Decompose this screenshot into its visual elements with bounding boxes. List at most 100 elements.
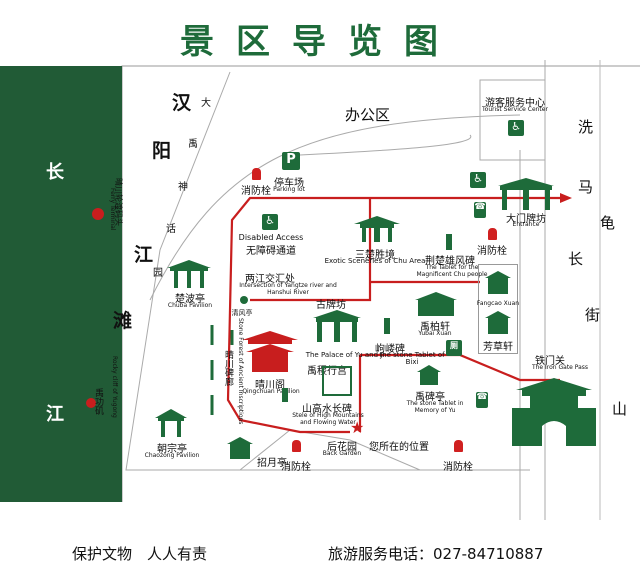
chu-area-en: Exotic Sceneries of Chu Area: [324, 257, 426, 265]
label-yu: 禹: [188, 139, 198, 150]
label-ma: 马: [578, 178, 594, 196]
label-han: 汉: [172, 92, 192, 114]
liangjiang-en: Intersection of Yangtze river and Hanshu…: [239, 282, 337, 296]
bixi-en: the stone Tablet of Bixi: [379, 351, 445, 366]
fangcao-pavilion-icon: [484, 270, 512, 296]
disabled-access-en: Disabled Access: [238, 233, 304, 242]
entrance-wheelchair-icon: ♿: [470, 172, 486, 188]
parking-icon: P: [282, 152, 300, 170]
zhaoyue-label: 招月亭: [257, 458, 287, 469]
yubai-label: 禹柏轩: [420, 322, 450, 333]
fire-hydrant-icon-3: [292, 440, 301, 452]
disabled-access-icon: ♿: [262, 214, 278, 230]
zhaoyue-pavilion-icon: [226, 436, 254, 460]
qingchuan-pavilion-icon: [240, 330, 300, 374]
disabled-access-label: 无障碍通道: [246, 246, 296, 257]
stele-en: Stele of High Mountains and Flowing Wate…: [292, 412, 364, 426]
footer: [0, 520, 640, 581]
tourist-center-en: Tourist Service Center: [482, 106, 548, 113]
label-jiang: 江: [134, 244, 154, 266]
bixi-label: 岣嵝碑: [375, 344, 405, 355]
stone-forest-label: Stone Forest of Ancient Inscriptions: [237, 318, 244, 425]
label-gui: 龟: [600, 214, 616, 232]
entrance-label: 大门牌坊: [506, 214, 546, 225]
entrance-en: Entrance: [512, 221, 540, 228]
chu-monument-en: The Tablet for the Magnificent Chu peopl…: [416, 264, 488, 278]
map-title: 景区导览图: [180, 22, 460, 62]
you-are-here-label: 您所在的位置: [369, 442, 429, 453]
label-shen: 神: [178, 182, 188, 193]
phone-icon-2: ☎: [476, 392, 488, 408]
fire-hydrant-label-4: 消防栓: [443, 462, 473, 473]
chubo-en: Chuba Pavilion: [167, 302, 213, 309]
river-label-bottom: 江: [46, 404, 64, 425]
fire-hydrant-label-3: 消防栓: [281, 462, 311, 473]
label-tan: 滩: [113, 310, 133, 332]
label-da: 大: [201, 98, 211, 109]
fangcao-label: 芳草轩: [483, 342, 513, 353]
yugongji-label: 禹功矶: [93, 388, 103, 415]
you-are-here-icon: ★: [350, 418, 365, 437]
iron-gate-label: 铁门关: [535, 356, 565, 367]
fire-hydrant-icon-4: [454, 440, 463, 452]
label-jie: 街: [585, 306, 601, 324]
footer-slogan: 保护文物 人人有责: [72, 545, 208, 563]
palace-en: The Palace of Yu and Ji: [305, 351, 385, 359]
label-shan: 山: [612, 400, 628, 418]
chaozong-en: Chaozong Pavilion: [144, 452, 200, 459]
bixi-stone-icon: [384, 318, 390, 334]
palace-courtyard: [322, 366, 352, 396]
label-yang: 阳: [152, 140, 172, 162]
chu-monument-label: 荆楚雄风碑: [425, 256, 475, 267]
qingfeng-icon: [240, 296, 248, 304]
chu-area-building: [352, 214, 402, 244]
qingfeng-label: 清风亭: [231, 309, 253, 317]
parking-label: 停车场: [274, 178, 304, 189]
label-hua: 话: [166, 224, 176, 235]
stele-label: 山高水长碑: [302, 404, 352, 415]
ferry-label: 晴川轮渡码头: [114, 178, 123, 226]
wheelchair-icon: ♿: [508, 120, 524, 136]
chaozong-pavilion-icon: [154, 408, 188, 438]
fangcao-pavilion-icon-2: [484, 310, 512, 336]
gupaifang-label: 古牌坊: [316, 300, 346, 311]
qingchuan-en: Qingchuan Pavilion: [242, 388, 300, 395]
iron-gate-icon: [512, 376, 596, 446]
back-garden-en: Back Garden: [322, 450, 362, 457]
chu-area-label: 三楚胜境: [355, 250, 395, 261]
chaozong-label: 朝宗亭: [157, 444, 187, 455]
stele-icon: [282, 388, 288, 402]
chubo-label: 楚波亭: [175, 294, 205, 305]
archway-icon: [312, 308, 362, 342]
stele-forest-label: 晴川碑廊: [223, 350, 233, 386]
toilet-icon: 厕: [446, 340, 462, 356]
parking-en: Parking lot: [273, 186, 305, 193]
label-yuan: 园: [153, 268, 163, 279]
fangcao-en: Fangcao Xuan: [476, 300, 520, 307]
label-chang: 长: [568, 250, 584, 268]
ferry-icon: [92, 208, 104, 220]
yubei-pavilion-icon: [416, 364, 442, 386]
back-garden-label: 后花园: [327, 442, 357, 453]
entrance-gate: [496, 176, 556, 210]
river-label-top: 长: [46, 162, 64, 183]
chu-monument-icon: [446, 234, 452, 250]
label-xi: 洗: [578, 118, 594, 136]
fire-hydrant-entrance-label: 消防栓: [477, 246, 507, 257]
tourist-center-label: 游客服务中心: [485, 98, 545, 109]
footer-phone: 旅游服务电话：027-84710887: [328, 545, 544, 563]
yugongji-icon: [86, 398, 96, 408]
yubai-pavilion-icon: [414, 290, 458, 318]
label-office: 办公区: [345, 106, 391, 124]
palace-label: 禹稷行宫: [307, 366, 347, 377]
yubei-label: 禹碑亭: [415, 392, 445, 403]
phone-icon: ☎: [474, 202, 486, 218]
yangtze-river: [0, 66, 122, 502]
yubai-en: Yubai Xuan: [418, 330, 452, 337]
fangcao-area: [478, 264, 518, 354]
fire-hydrant-icon: [252, 168, 261, 180]
liangjiang-label: 两江交汇处: [245, 274, 295, 285]
yugongji-en: Rocky cliff of Yugong: [111, 356, 118, 418]
qingchuan-label: 晴川阁: [255, 380, 285, 391]
fire-hydrant-entrance-icon: [488, 228, 497, 240]
